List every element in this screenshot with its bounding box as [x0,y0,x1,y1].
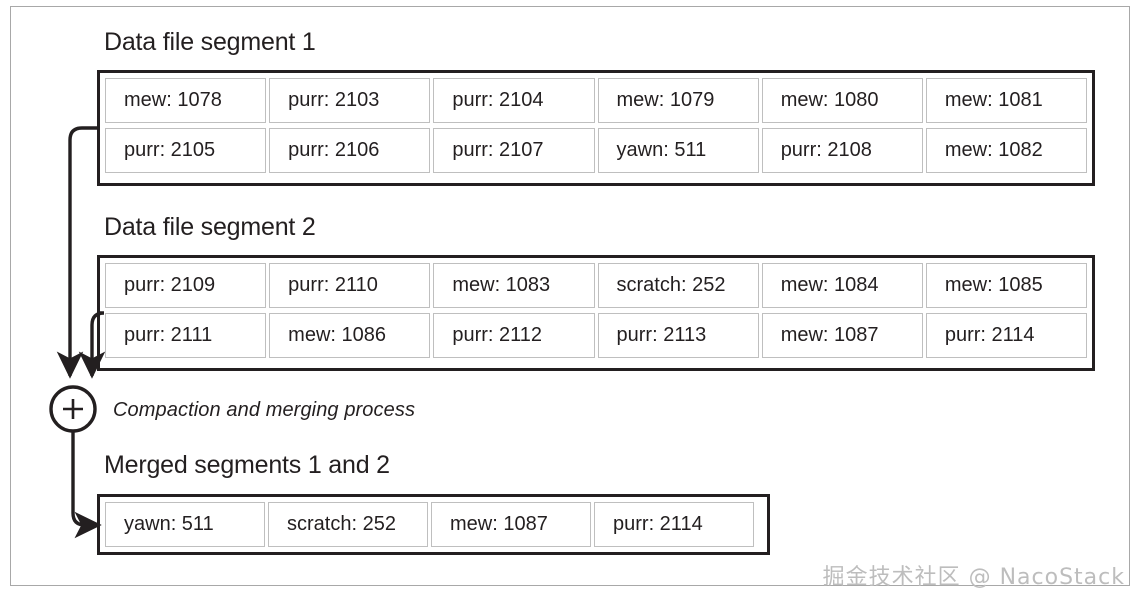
data-cell: mew: 1081 [925,78,1088,123]
segment-1-title: Data file segment 1 [104,28,316,56]
compaction-process-label: Compaction and merging process [113,399,416,421]
data-cell: mew: 1087 [761,313,923,358]
data-cell: purr: 2111 [105,313,267,358]
data-cell: mew: 1080 [761,78,923,123]
data-cell: purr: 2105 [105,128,267,173]
data-cell: purr: 2114 [594,502,754,547]
segment-1-box: mew: 1078 purr: 2103 purr: 2104 mew: 107… [97,70,1095,186]
data-cell: mew: 1087 [431,502,591,547]
merged-segments-title: Merged segments 1 and 2 [104,451,390,479]
segment-1-row-2: purr: 2105 purr: 2106 purr: 2107 yawn: 5… [105,128,1088,173]
segment-1-row-1: mew: 1078 purr: 2103 purr: 2104 mew: 107… [105,78,1088,123]
data-cell: purr: 2114 [925,313,1088,358]
merged-segments-box: yawn: 511 scratch: 252 mew: 1087 purr: 2… [97,494,770,555]
segment-2-title: Data file segment 2 [104,213,316,241]
watermark-text: 掘金技术社区 @ NacoStack [822,565,1125,590]
segment-2-row-2: purr: 2111 mew: 1086 purr: 2112 purr: 21… [105,313,1088,358]
data-cell: purr: 2107 [433,128,595,173]
data-cell: mew: 1084 [761,263,923,308]
data-cell: purr: 2104 [433,78,595,123]
data-cell: purr: 2112 [433,313,595,358]
data-cell: mew: 1086 [269,313,431,358]
segment-2-box: purr: 2109 purr: 2110 mew: 1083 scratch:… [97,255,1095,371]
data-cell: mew: 1085 [925,263,1088,308]
data-cell: purr: 2110 [269,263,431,308]
data-cell: mew: 1083 [433,263,595,308]
data-cell: purr: 2108 [761,128,923,173]
data-cell: purr: 2109 [105,263,267,308]
data-cell: scratch: 252 [597,263,759,308]
data-cell: mew: 1079 [597,78,759,123]
segment-2-row-1: purr: 2109 purr: 2110 mew: 1083 scratch:… [105,263,1088,308]
data-cell: purr: 2113 [597,313,759,358]
data-cell: mew: 1082 [925,128,1088,173]
data-cell: yawn: 511 [597,128,759,173]
data-cell: purr: 2106 [269,128,431,173]
data-cell: mew: 1078 [105,78,267,123]
data-cell: yawn: 511 [105,502,265,547]
data-cell: purr: 2103 [269,78,431,123]
merged-row-1: yawn: 511 scratch: 252 mew: 1087 purr: 2… [105,502,762,547]
data-cell: scratch: 252 [268,502,428,547]
